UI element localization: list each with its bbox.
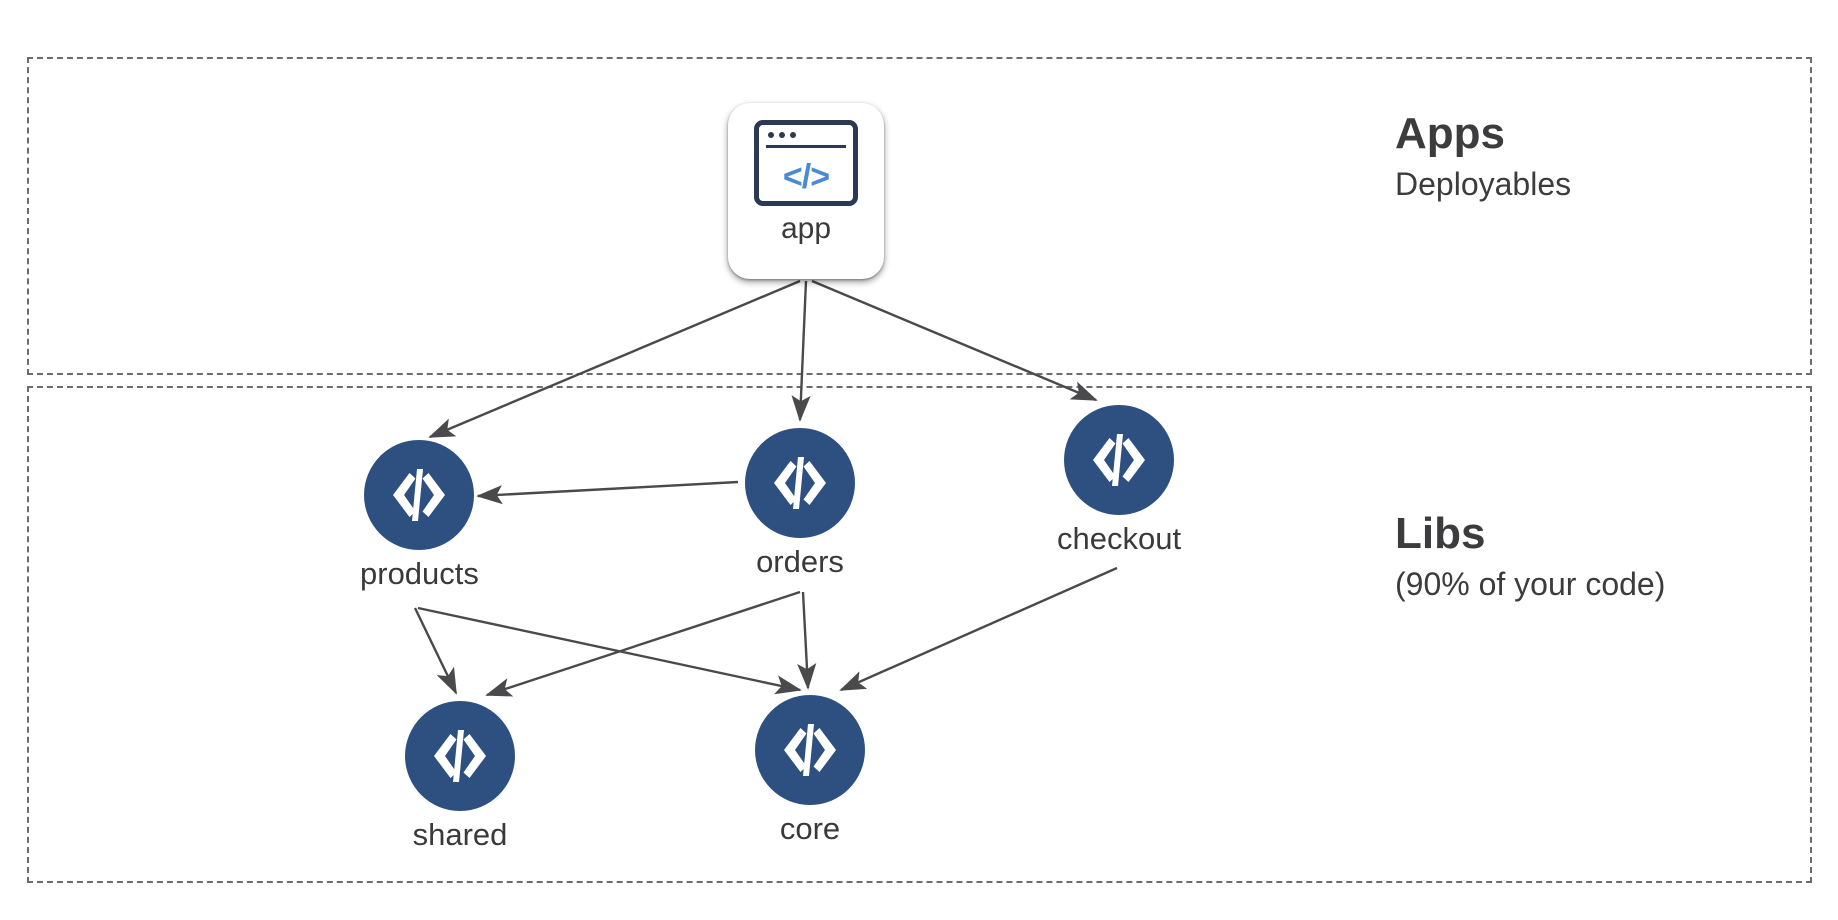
node-orders[interactable]: orders — [745, 428, 855, 580]
node-label-products: products — [360, 556, 479, 591]
node-checkout[interactable]: checkout — [1057, 405, 1181, 557]
zone-box-apps — [27, 57, 1812, 375]
window-titlebar-rule — [766, 145, 846, 148]
zone-label-libs: Libs (90% of your code) — [1395, 508, 1665, 604]
node-label-orders: orders — [756, 544, 844, 579]
zone-box-libs — [27, 386, 1812, 883]
code-icon — [405, 701, 515, 811]
zone-subtitle-apps: Deployables — [1395, 166, 1572, 202]
code-icon — [745, 428, 855, 538]
node-products[interactable]: products — [360, 440, 479, 592]
node-label-core: core — [779, 811, 841, 846]
zone-subtitle-libs: (90% of your code) — [1395, 566, 1666, 602]
zone-label-apps: Apps Deployables — [1395, 108, 1571, 204]
browser-code-icon: </> — [754, 120, 858, 206]
code-icon — [364, 440, 475, 550]
zone-title-libs: Libs — [1395, 509, 1486, 558]
zone-title-apps: Apps — [1395, 109, 1505, 158]
code-glyph: </> — [782, 158, 830, 196]
node-shared[interactable]: shared — [405, 701, 515, 853]
node-app[interactable]: </> app — [728, 103, 884, 279]
window-dots-icon — [768, 132, 796, 138]
node-label-shared: shared — [412, 817, 508, 852]
code-icon — [1064, 405, 1175, 515]
node-core[interactable]: core — [755, 695, 865, 847]
node-label-checkout: checkout — [1057, 521, 1182, 556]
code-icon — [755, 695, 865, 805]
node-label-app: app — [780, 212, 832, 245]
